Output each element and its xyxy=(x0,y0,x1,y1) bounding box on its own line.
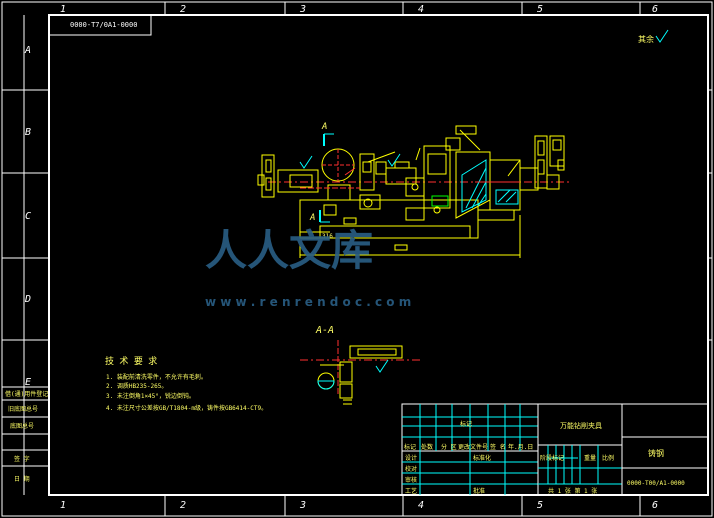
zone-col-6b: 6 xyxy=(652,500,658,511)
zone-row-d: D xyxy=(24,294,31,305)
zone-column-labels: 1 2 3 4 5 6 1 2 3 4 5 6 xyxy=(60,4,658,511)
product-name: 万能钻削夹具 xyxy=(560,421,602,430)
watermark-brand: 人人文库 xyxy=(205,226,373,275)
watermark-url: w w w . r e n r e n d o c . c o m xyxy=(205,295,411,309)
zone-col-3b: 3 xyxy=(299,500,306,511)
strip-item-3: 签 字 xyxy=(14,455,30,463)
left-strip: 借(通)用件登记 旧底图总号 底图总号 签 字 日 期 xyxy=(2,386,49,483)
section-view-aa xyxy=(300,340,420,405)
approve-label: 批准 xyxy=(473,487,485,495)
header-date: 年.月.日 xyxy=(508,443,533,451)
header-mark: 标记 xyxy=(404,443,416,451)
section-view-title: A-A xyxy=(315,325,334,336)
tech-req-item-3: 3. 未注倒角1×45°，锐边倒钝。 xyxy=(106,392,195,400)
role-craft: 工艺 xyxy=(405,487,417,495)
assembly-main-view xyxy=(257,125,570,258)
title-block-text: 标记 标记 处数 分 区 更改文件号 签 名 年.月.日 设计 标准化 校对 审… xyxy=(404,420,685,495)
roughness-note: 其余 xyxy=(638,29,669,44)
role-check: 校对 xyxy=(405,465,417,473)
material: 铸钢 xyxy=(648,448,664,458)
mark-header: 标记 xyxy=(460,420,472,428)
dimension-text: 316 xyxy=(322,233,333,240)
zone-row-b: B xyxy=(25,127,31,138)
strip-item-0: 借(通)用件登记 xyxy=(5,390,48,398)
zone-col-5b: 5 xyxy=(537,500,543,511)
drawing-code-box: 0000-T7/0A1-0000 xyxy=(48,14,152,36)
sheets-label: 共 1 张 第 1 张 xyxy=(548,487,597,495)
role-design: 设计 xyxy=(405,454,417,462)
strip-item-4: 日 期 xyxy=(14,475,30,483)
header-count: 处数 xyxy=(421,443,433,451)
section-label-top: A xyxy=(321,122,327,132)
section-label-bottom: A xyxy=(309,213,315,223)
tech-req-title: 技 术 要 求 xyxy=(105,355,157,367)
role-review: 审核 xyxy=(405,476,417,484)
zone-col-6: 6 xyxy=(652,4,658,15)
zone-col-5: 5 xyxy=(537,4,543,15)
watermark: 人人文库 w w w . r e n r e n d o c . c o m xyxy=(205,226,411,309)
zone-row-labels: A B C D E xyxy=(24,45,31,388)
zone-row-e: E xyxy=(25,377,31,388)
part-number: 0000-T00/A1-0000 xyxy=(627,480,685,487)
zone-col-1: 1 xyxy=(60,4,66,15)
zone-col-3: 3 xyxy=(299,4,306,15)
title-block xyxy=(401,403,709,496)
scale-label: 比例 xyxy=(602,454,614,462)
zone-row-c: C xyxy=(25,211,31,222)
header-sign: 签 名 xyxy=(490,443,506,451)
tech-req-item-4: 4. 未注尺寸公差按GB/T1804-m级，铸件按GB6414-CT9。 xyxy=(106,404,267,412)
technical-requirements: 技 术 要 求 1. 装配前清洗零件，不允许有毛刺。 2. 调质HB235-26… xyxy=(105,355,267,412)
weight-label: 重量 xyxy=(584,454,596,462)
tech-req-item-2: 2. 调质HB235-265。 xyxy=(106,382,167,390)
strip-item-1: 旧底图总号 xyxy=(8,405,38,413)
drawing-code: 0000-T7/0A1-0000 xyxy=(70,21,137,29)
strip-item-2: 底图总号 xyxy=(10,422,34,430)
zone-col-1b: 1 xyxy=(60,500,66,511)
zone-col-2b: 2 xyxy=(180,500,186,511)
zone-col-2: 2 xyxy=(180,4,186,15)
zone-row-a: A xyxy=(24,45,31,56)
header-zone: 分 区 xyxy=(441,443,457,451)
stage-label: 阶段标记 xyxy=(540,454,564,462)
header-change-doc: 更改文件号 xyxy=(458,443,488,451)
std-label: 标准化 xyxy=(473,454,491,462)
roughness-label: 其余 xyxy=(638,34,654,44)
zone-col-4b: 4 xyxy=(418,500,424,511)
tech-req-item-1: 1. 装配前清洗零件，不允许有毛刺。 xyxy=(106,373,207,381)
zone-col-4: 4 xyxy=(418,4,424,15)
